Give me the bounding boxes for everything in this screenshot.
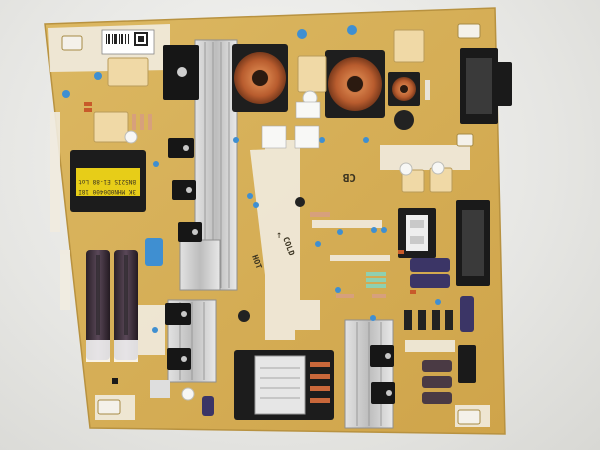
heatsink-bottom-right (344, 319, 394, 429)
barcode-sticker (101, 29, 155, 55)
small-components (150, 110, 453, 398)
white-capacitors (124, 90, 445, 401)
choke-small (388, 72, 420, 106)
small-labels (261, 101, 321, 149)
power-transistors (163, 45, 395, 404)
transformer-label-2: 3K MHN0D0400 18I (78, 188, 136, 195)
silk-arrow-mark: ↑ (276, 230, 282, 241)
small-electrolytics (202, 258, 474, 416)
main-transformer: BN52IS E1-88 Lot 3K MHN0D0400 18I (70, 150, 146, 212)
mounting-holes (61, 23, 481, 425)
resistors (132, 80, 430, 298)
secondary-transformer (398, 208, 436, 258)
silk-cb: CB (342, 171, 356, 184)
choke-right (325, 50, 385, 118)
transformer-label-1: BN52IS E1-88 Lot (78, 178, 136, 185)
heatsink-left (179, 39, 238, 291)
bulk-capacitors (86, 250, 138, 362)
fuses-diodes (84, 102, 416, 294)
output-transformer (234, 350, 334, 420)
blue-capacitors (62, 25, 441, 333)
choke-left (232, 44, 288, 112)
